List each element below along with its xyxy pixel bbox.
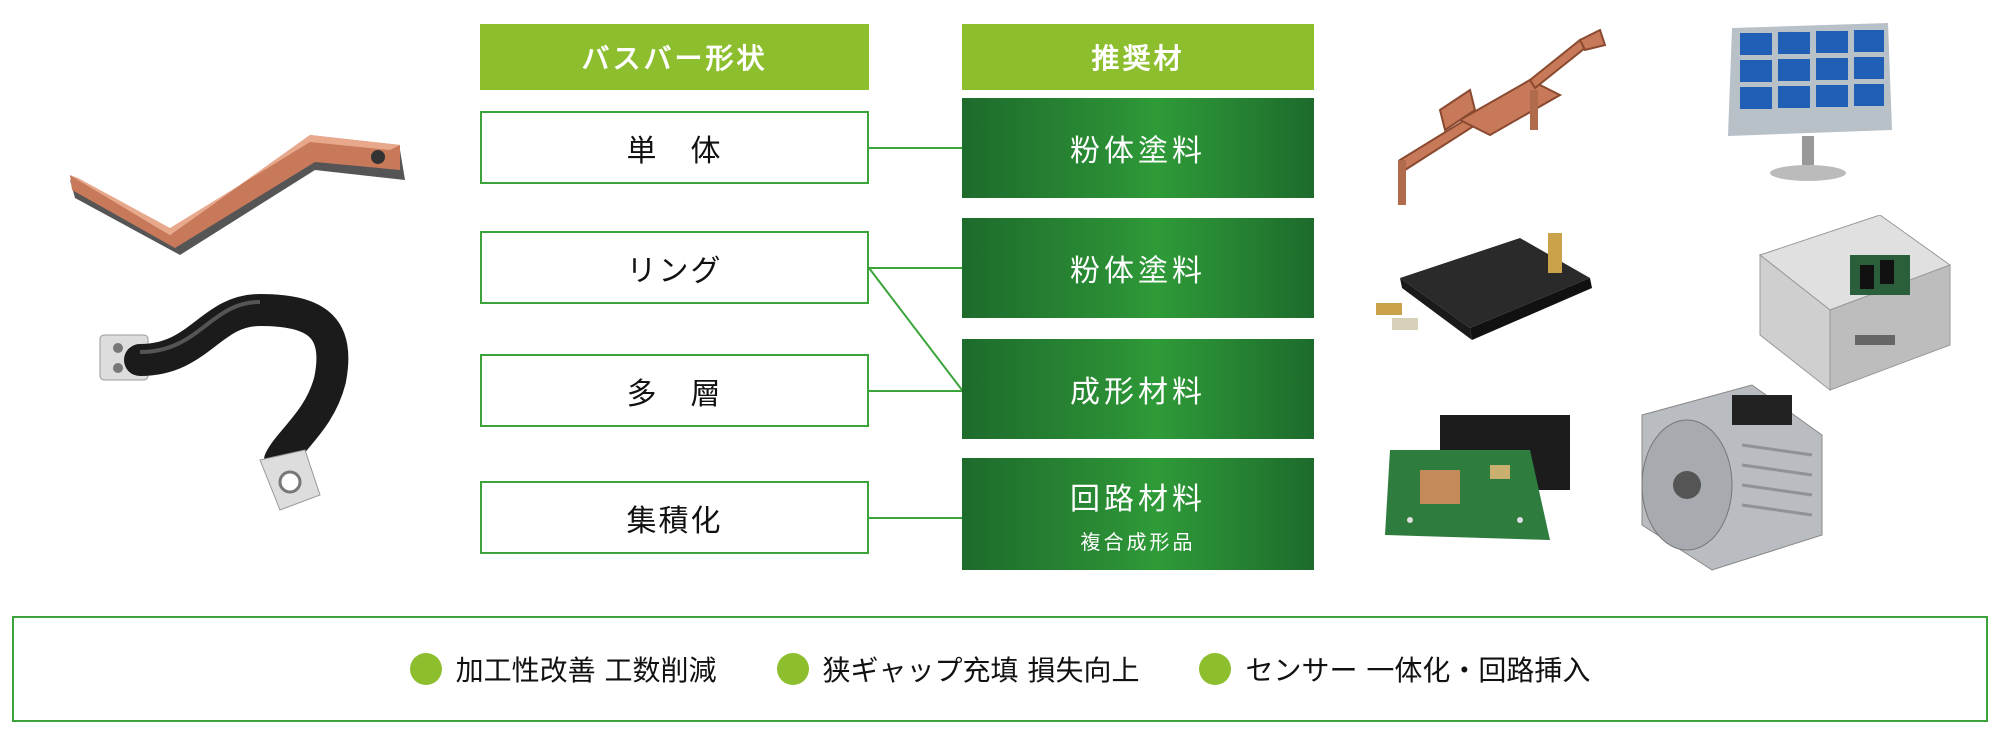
- shape-single: 単 体: [480, 111, 869, 184]
- bullet-dot-icon: [1199, 653, 1232, 685]
- features-panel: 加工性改善 工数削減 狭ギャップ充填 損失向上 センサー 一体化・回路挿入: [12, 616, 1988, 722]
- material-powder-coating-2: 粉体塗料: [962, 218, 1314, 318]
- feature-text: センサー 一体化・回路挿入: [1245, 654, 1591, 687]
- material-powder-coating-1: 粉体塗料: [962, 98, 1314, 198]
- circuit-board-image: [1385, 415, 1570, 540]
- shape-multilayer: 多 層: [480, 354, 869, 427]
- material-label: 成形材料: [1070, 375, 1206, 410]
- material-sublabel: 複合成形品: [1080, 529, 1196, 554]
- material-header: 推奨材: [962, 24, 1314, 90]
- shape-integrated: 集積化: [480, 481, 869, 554]
- insulated-busbar-image: [99, 293, 349, 511]
- feature-item: 狭ギャップ充填 損失向上: [776, 649, 1140, 689]
- solar-panel-image: [1728, 23, 1892, 181]
- battery-cell-image: [1376, 233, 1592, 340]
- feature-item: センサー 一体化・回路挿入: [1199, 649, 1590, 689]
- feature-text: 加工性改善 工数削減: [455, 654, 717, 687]
- inverter-box-image: [1758, 215, 1952, 392]
- bullet-dot-icon: [776, 653, 809, 685]
- shape-ring: リング: [480, 231, 869, 304]
- shape-header: バスバー形状: [480, 24, 869, 90]
- copper-bar-assembly-image: [1398, 28, 1607, 205]
- material-label: 回路材料: [1070, 481, 1206, 517]
- motor-image: [1641, 384, 1823, 571]
- material-molding: 成形材料: [962, 339, 1314, 439]
- feature-item: 加工性改善 工数削減: [409, 649, 717, 689]
- copper-busbar-image: [70, 135, 405, 255]
- material-label: 粉体塗料: [1070, 134, 1206, 169]
- bullet-dot-icon: [409, 653, 442, 685]
- feature-text: 狭ギャップ充填 損失向上: [822, 654, 1140, 687]
- material-label: 粉体塗料: [1070, 254, 1206, 289]
- material-circuit: 回路材料 複合成形品: [962, 458, 1314, 570]
